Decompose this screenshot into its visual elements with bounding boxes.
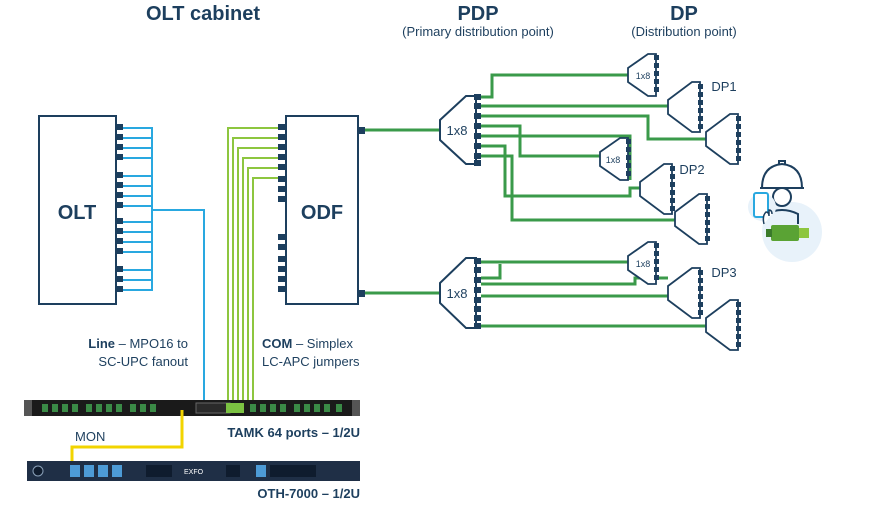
odf-ports-right xyxy=(358,127,365,297)
com-caption-2: LC-APC jumpers xyxy=(262,354,360,369)
dp2-splitter: 1x8 xyxy=(599,137,631,181)
line-caption-2: SC-UPC fanout xyxy=(98,354,188,369)
dp3-ratio: 1x8 xyxy=(636,259,651,269)
dp-subheading: (Distribution point) xyxy=(631,24,737,39)
dp2-ratio: 1x8 xyxy=(606,155,621,165)
pdp-bottom-ratio: 1x8 xyxy=(447,286,468,301)
oth-device-text: EXFO xyxy=(184,469,204,476)
line-caption-bold: Line xyxy=(88,336,115,351)
olt-box xyxy=(38,115,117,305)
pdp-splitter-top: 1x8 xyxy=(439,94,481,166)
oth-rack-unit: EXFO xyxy=(27,461,360,481)
dp1-terminal-b xyxy=(705,113,741,165)
mon-fiber xyxy=(70,410,184,466)
olt-ports xyxy=(116,124,123,292)
mon-caption: MON xyxy=(75,429,105,444)
odf-label: ODF xyxy=(301,202,343,224)
olt-label: OLT xyxy=(58,202,97,224)
tamk-rack-unit xyxy=(24,400,360,416)
odf-box xyxy=(285,115,359,305)
oth-caption: OTH-7000 – 1/2U xyxy=(257,486,360,501)
line-caption-rest: – MPO16 to xyxy=(115,336,188,351)
com-jumpers xyxy=(227,127,283,405)
com-caption-1: COM – Simplex xyxy=(262,336,354,351)
dp-heading: DP xyxy=(670,3,698,25)
dp3-terminal-a xyxy=(667,267,703,319)
com-caption-bold: COM xyxy=(262,336,292,351)
dp3-terminal-b xyxy=(705,299,741,351)
odf-ports-left xyxy=(278,124,286,292)
dp1-ratio: 1x8 xyxy=(636,71,651,81)
fiber-connector-icon xyxy=(766,225,809,241)
dp3-label: DP3 xyxy=(711,265,736,280)
tamk-caption: TAMK 64 ports – 1/2U xyxy=(227,425,360,440)
dp2-label: DP2 xyxy=(679,162,704,177)
pdp-splitter-bottom: 1x8 xyxy=(439,257,481,329)
olt-fanout-fibers xyxy=(120,127,205,405)
pdp-top-ratio: 1x8 xyxy=(447,123,468,138)
dp3-splitter: 1x8 xyxy=(627,241,659,285)
olt-cabinet-heading: OLT cabinet xyxy=(146,3,260,25)
smartphone-icon xyxy=(748,192,776,225)
com-caption-rest: – Simplex xyxy=(292,336,353,351)
dp2-terminal-b xyxy=(674,193,710,245)
dp1-splitter: 1x8 xyxy=(627,53,659,97)
pdp-subheading: (Primary distribution point) xyxy=(402,24,554,39)
dp1-label: DP1 xyxy=(711,79,736,94)
pdp-heading: PDP xyxy=(457,3,498,25)
dp2-terminal-a xyxy=(639,163,675,215)
dp1-terminal-a xyxy=(667,81,703,133)
line-caption-1: Line – MPO16 to xyxy=(88,336,188,351)
